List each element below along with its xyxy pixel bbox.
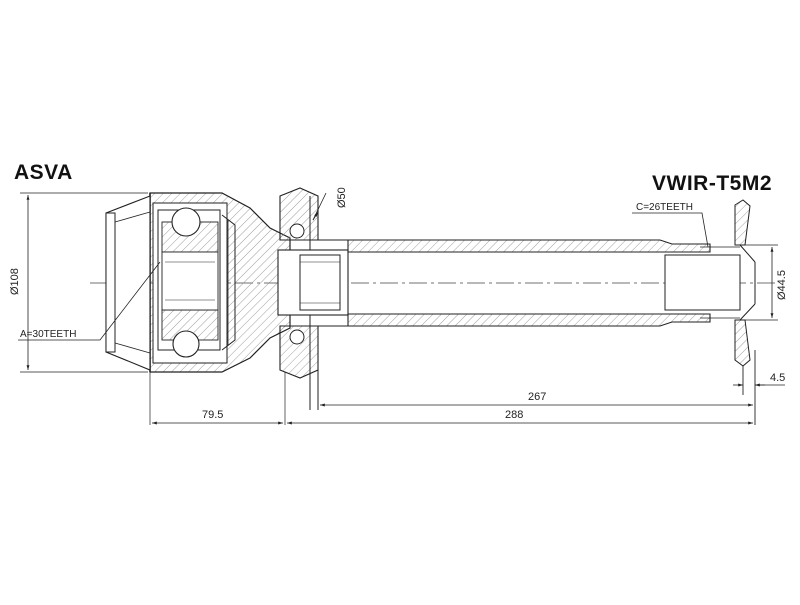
dim-length-267: 267 xyxy=(528,391,546,403)
dimension-lines xyxy=(26,192,785,425)
output-spline xyxy=(664,244,756,321)
dim-shaft-diameter: Ø44.5 xyxy=(776,270,788,300)
right-flange xyxy=(734,199,756,425)
brand-name: ASVA xyxy=(14,161,73,184)
dim-seal-diameter: Ø50 xyxy=(336,187,348,208)
main-shaft xyxy=(318,239,711,327)
dim-flange-4-5: 4.5 xyxy=(770,372,785,384)
dim-length-288: 288 xyxy=(505,409,523,421)
dim-housing-diameter: Ø108 xyxy=(9,268,21,295)
boot-clamp xyxy=(105,195,151,371)
stub-spline xyxy=(277,249,349,316)
inner-race xyxy=(157,207,236,358)
leader-lines xyxy=(18,212,709,341)
spline-c-label: C=26TEETH xyxy=(636,202,693,213)
seal-flange xyxy=(279,187,319,410)
extension-lines xyxy=(20,192,778,425)
spline-a-label: A=30TEETH xyxy=(20,329,76,340)
dim-length-79-5: 79.5 xyxy=(202,409,223,421)
part-number: VWIR-T5M2 xyxy=(652,172,772,195)
